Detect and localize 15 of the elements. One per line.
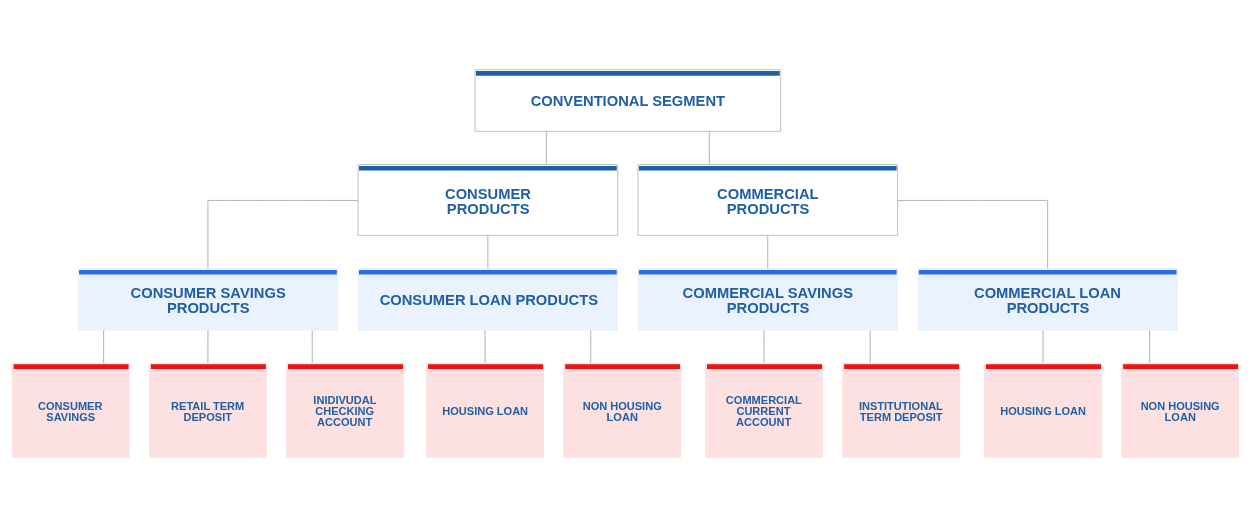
connector: [767, 235, 769, 269]
connector: [487, 235, 489, 269]
connector: [869, 329, 871, 364]
connector: [1149, 329, 1151, 364]
connector: [484, 329, 486, 364]
connector: [207, 329, 209, 364]
connector: [590, 329, 592, 364]
connector: [207, 199, 359, 269]
connector: [311, 329, 313, 364]
connector: [103, 329, 105, 364]
connector: [763, 329, 765, 364]
connector: [897, 199, 1049, 269]
connector: [708, 131, 710, 165]
connector: [545, 131, 547, 165]
connector: [1042, 329, 1044, 364]
